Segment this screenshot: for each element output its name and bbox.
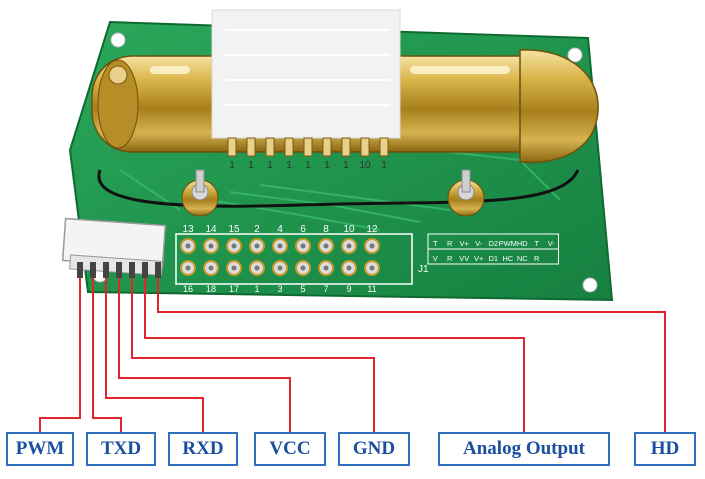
connector-pin [155, 262, 161, 278]
connector-pin [77, 262, 83, 278]
header-pin-number-bottom: 18 [206, 284, 216, 294]
pin-label-analog: Analog Output [438, 432, 610, 466]
wire-txd [92, 278, 122, 432]
chip-mark: 1 [381, 160, 387, 171]
chip-mark: 1 [286, 160, 292, 171]
wire-gnd [131, 278, 375, 432]
connector-pin [129, 262, 135, 278]
header-pin-number-top: 4 [277, 224, 283, 235]
silk-cell: PWM [499, 239, 517, 248]
connector-pin [90, 262, 96, 278]
silk-cell: V+ [460, 239, 470, 248]
chip-pin [322, 137, 332, 157]
silk-cell: V- [475, 239, 483, 248]
wire-analog [144, 278, 525, 432]
pin-label-hd: HD [634, 432, 696, 466]
silk-cell: D2 [488, 239, 498, 248]
silk-cell: V [433, 254, 438, 263]
header-pin-number-bottom: 11 [367, 284, 376, 294]
header-name: J1 [418, 264, 429, 275]
pin-label-vcc: VCC [254, 432, 326, 466]
header-pin-number-top: 6 [300, 224, 306, 235]
header-pin-number-bottom: 9 [346, 284, 351, 294]
wire-rxd [105, 278, 204, 432]
mount-hole [567, 47, 583, 63]
chip-pin [303, 137, 313, 157]
silk-cell: R [447, 239, 453, 248]
connector [61, 217, 167, 278]
wire-pwm [39, 278, 81, 432]
header-pin-number-top: 14 [205, 224, 217, 235]
chip-pin [341, 137, 351, 157]
mount-hole [110, 32, 126, 48]
header-pin-number-bottom: 7 [323, 284, 328, 294]
chip-pin [246, 137, 256, 157]
chip-pin [227, 137, 237, 157]
wire-vcc [118, 278, 291, 432]
silk-cell: VV [459, 254, 469, 263]
connector-pin [116, 262, 122, 278]
wiring [39, 278, 666, 432]
header-pin-number-top: 15 [228, 224, 240, 235]
header-pin-number-bottom: 17 [229, 284, 239, 294]
chip-pin [284, 137, 294, 157]
pin-label-gnd: GND [338, 432, 410, 466]
chip-mark: 1 [267, 160, 273, 171]
header-pin-number-bottom: 1 [254, 284, 259, 294]
pin-label-rxd: RXD [168, 432, 238, 466]
chip-mark: 1 [229, 160, 235, 171]
silk-cell: T [534, 239, 539, 248]
chip-pin [265, 137, 275, 157]
header-pin-number-top: 2 [254, 224, 260, 235]
connector-pin [142, 262, 148, 278]
chip-pin [360, 137, 370, 157]
connector-pin [103, 262, 109, 278]
pin-label-txd: TXD [86, 432, 156, 466]
chip-mark: 10 [359, 160, 371, 171]
header-pin-number-bottom: 16 [183, 284, 193, 294]
header-pin-number-top: 8 [323, 224, 329, 235]
silk-cell: HC [502, 254, 513, 263]
header-pin-number-top: 13 [182, 224, 194, 235]
chip-mark: 1 [324, 160, 330, 171]
screw-left [181, 169, 219, 217]
header-pin-number-top: 12 [366, 224, 378, 235]
silk-cell: T [433, 239, 438, 248]
wire-hd [157, 278, 666, 432]
header-pin-number-bottom: 5 [300, 284, 305, 294]
chip-mark: 1 [343, 160, 349, 171]
silk-cell: R [534, 254, 540, 263]
silk-cell: R [447, 254, 453, 263]
sensor-cylinder: 1 1 1 1 1 1 1 10 1 [91, 9, 599, 208]
silk-cell: D1 [488, 254, 498, 263]
header-pin-number-bottom: 3 [277, 284, 282, 294]
silk-cell: V+ [474, 254, 484, 263]
pin-label-pwm: PWM [6, 432, 74, 466]
chip-pin [379, 137, 389, 157]
chip-mark: 1 [305, 160, 311, 171]
silk-cell: V- [548, 239, 556, 248]
silk-cell: NC [517, 254, 528, 263]
mount-hole [582, 277, 598, 293]
chip-mark: 1 [248, 160, 254, 171]
screw-right [447, 169, 485, 217]
header-pin-number-top: 10 [343, 224, 355, 235]
silk-cell: HD [517, 239, 528, 248]
